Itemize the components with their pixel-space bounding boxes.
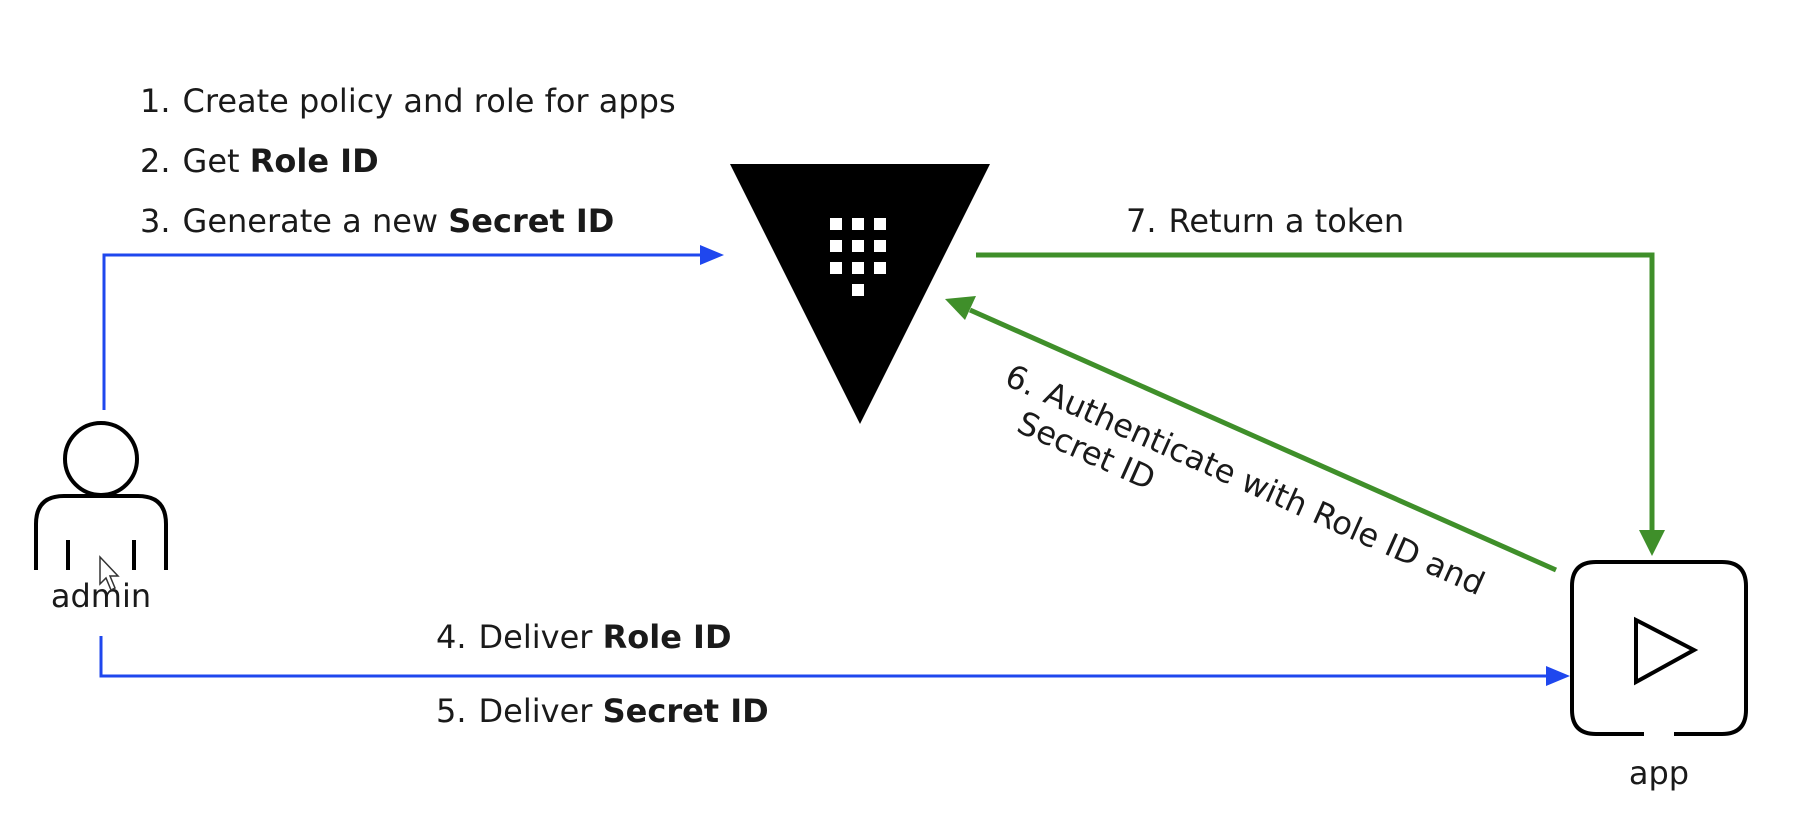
cursor-icon — [99, 555, 120, 592]
svg-text:6.Authenticate with Role ID an: 6.Authenticate with Role ID and — [1000, 357, 1491, 603]
app-label: app — [1629, 754, 1689, 792]
step-4-label: 4.Deliver Role ID — [436, 618, 732, 656]
step-1-label: 1.Create policy and role for apps — [140, 82, 676, 120]
step-6-label: 6.Authenticate with Role ID and Secret I… — [1000, 357, 1491, 603]
step-2-label: 2.Get Role ID — [140, 142, 379, 180]
admin-to-vault-arrow — [102, 245, 724, 410]
vault-logo-icon — [730, 164, 990, 424]
app-to-vault-arrow — [945, 296, 1558, 573]
person-icon — [34, 421, 168, 570]
step-5-label: 5.Deliver Secret ID — [436, 692, 769, 730]
step-3-label: 3.Generate a new Secret ID — [140, 202, 614, 240]
step-7-label: 7.Return a token — [1126, 202, 1404, 240]
vault-to-app-arrow — [976, 252, 1665, 556]
play-icon — [1634, 616, 1699, 686]
app-box — [1570, 560, 1748, 736]
admin-to-app-arrow — [99, 636, 1570, 686]
